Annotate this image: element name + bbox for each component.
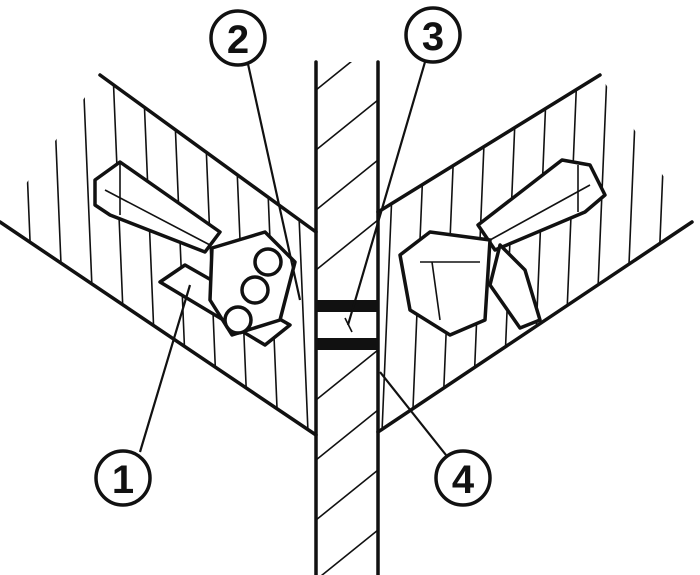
- callout-2: 2: [209, 9, 267, 67]
- center-panel-hatching: [316, 62, 378, 575]
- callout-2-label: 2: [227, 18, 249, 62]
- callout-3: 3: [404, 6, 462, 64]
- leader-lines: [138, 61, 447, 456]
- right-bolt: [398, 158, 607, 337]
- callout-1: 1: [94, 449, 152, 507]
- right-panel: [376, 73, 694, 434]
- callout-4-label: 4: [452, 458, 475, 502]
- connector-pin: [316, 300, 378, 350]
- center-panel: [314, 60, 380, 575]
- callout-4: 4: [434, 449, 492, 507]
- callout-3-label: 3: [422, 15, 444, 59]
- left-bolt: [93, 160, 297, 347]
- callout-1-label: 1: [112, 458, 134, 502]
